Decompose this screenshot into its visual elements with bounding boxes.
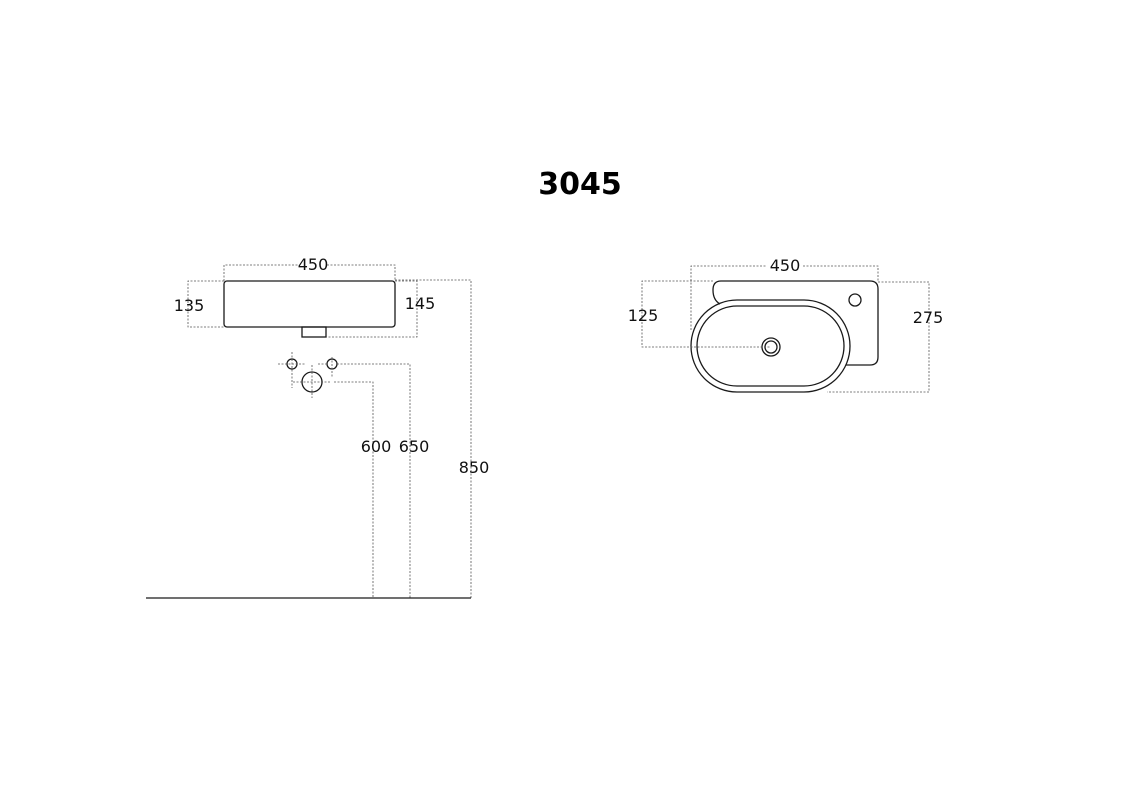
side-depth-label: 145 (405, 294, 436, 313)
side-view: 450 135 145 850 650 600 (146, 255, 490, 599)
top-width-dimension (690, 265, 879, 330)
tap-hole (848, 293, 862, 307)
side-height-label: 135 (174, 296, 205, 315)
depth-dimension (326, 280, 418, 338)
top-view: 450 125 275 (628, 256, 944, 393)
center-lines (278, 352, 333, 398)
basin-side-outline (223, 280, 396, 328)
mount-height-label: 850 (459, 458, 490, 477)
drain-offset-dimension (641, 280, 771, 348)
drain-inner (764, 340, 778, 354)
deck-outline (712, 280, 879, 366)
top-width-label: 450 (770, 256, 801, 275)
outlet-height-label: 600 (361, 437, 392, 456)
bowl-outer (690, 299, 851, 393)
inlet-height-label: 650 (399, 437, 430, 456)
height-dimension (187, 280, 224, 328)
side-width-label: 450 (298, 255, 329, 274)
width-dimension (223, 264, 396, 281)
inlet-height-dimension (337, 363, 411, 598)
outlet-height-dimension (334, 381, 374, 598)
mount-height-dimension (395, 279, 472, 598)
drain-offset-label: 125 (628, 306, 659, 325)
model-title: 3045 (538, 167, 622, 202)
top-depth-label: 275 (913, 308, 944, 327)
drain-stub (301, 326, 327, 338)
bowl-inner (696, 305, 845, 387)
top-depth-dimension (827, 281, 930, 393)
